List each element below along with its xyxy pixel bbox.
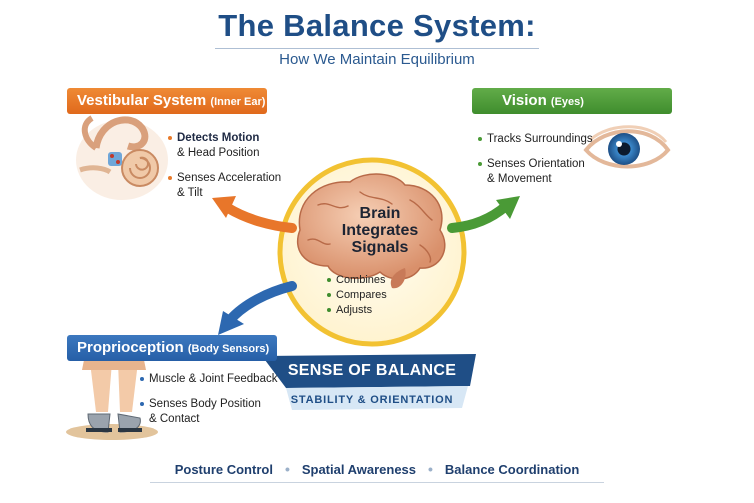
footer-item-coordination: Balance Coordination (444, 462, 580, 477)
footer-item-posture: Posture Control (174, 462, 273, 477)
proprioception-bullets: Muscle & Joint Feedback Senses Body Posi… (140, 372, 277, 437)
brain-action: Compares (327, 288, 387, 303)
inner-ear-illustration (76, 115, 168, 200)
proprioception-bullet-2: Senses Body Position & Contact (140, 397, 277, 427)
eye-illustration (583, 125, 671, 169)
page-title: The Balance System: (218, 8, 536, 43)
vestibular-bullet-2: Senses Acceleration & Tilt (168, 171, 281, 201)
footer-divider (150, 482, 604, 483)
legs-illustration (66, 360, 158, 440)
vestibular-bullet-1: Detects Motion & Head Position (168, 131, 281, 161)
bullet-line: Senses Body Position (149, 398, 261, 410)
arrow-to-proprioception (218, 281, 297, 335)
vestibular-bullets: Detects Motion & Head Position Senses Ac… (168, 131, 281, 211)
bullet-line: Tracks Surroundings (487, 133, 593, 145)
vestibular-banner: Vestibular System (Inner Ear) (67, 88, 267, 114)
brain-illustration (296, 173, 446, 289)
vestibular-sublabel: (Inner Ear) (210, 96, 266, 108)
vision-banner: Vision (Eyes) (472, 88, 672, 114)
stability-subtitle: STABILITY & ORIENTATION (290, 394, 454, 406)
bullet-line: & Head Position (177, 147, 260, 159)
bullet-line: Detects Motion (177, 132, 260, 144)
proprioception-sublabel: (Body Sensors) (187, 343, 270, 355)
title-divider (215, 48, 539, 49)
vestibular-label: Vestibular System (77, 92, 207, 109)
brain-action: Adjusts (327, 303, 387, 318)
footer-separator: • (428, 461, 433, 477)
vision-bullet-2: Senses Orientation & Movement (478, 157, 593, 187)
footer-item-spatial: Spatial Awareness (301, 462, 417, 477)
arrow-to-vestibular (212, 196, 297, 233)
vision-bullets: Tracks Surroundings Senses Orientation &… (478, 132, 593, 197)
proprioception-bullet-1: Muscle & Joint Feedback (140, 372, 277, 387)
footer-bar: Posture Control • Spatial Awareness • Balanc… (0, 461, 754, 477)
proprioception-label: Proprioception (77, 339, 184, 356)
vision-bullet-1: Tracks Surroundings (478, 132, 593, 147)
bullet-line: & Movement (487, 173, 552, 185)
bullet-line: Muscle & Joint Feedback (149, 373, 278, 385)
brain-title-line: Signals (351, 239, 409, 256)
brain-title-line: Integrates (341, 222, 419, 239)
proprioception-banner: Proprioception (Body Sensors) (67, 335, 277, 361)
sense-of-balance-title: SENSE OF BALANCE (287, 362, 457, 379)
bullet-line: Senses Orientation (487, 158, 585, 170)
bullet-line: & Contact (149, 413, 200, 425)
footer-separator: • (284, 461, 290, 477)
vision-label: Vision (502, 92, 547, 109)
brain-title: Brain Integrates Signals (320, 205, 440, 256)
brain-title-line: Brain (359, 205, 401, 222)
page-subtitle: How We Maintain Equilibrium (279, 51, 475, 68)
brain-actions: Combines Compares Adjusts (327, 273, 387, 318)
bullet-line: Senses Acceleration (177, 172, 282, 184)
brain-action: Combines (327, 273, 387, 288)
balance-ribbon (262, 354, 476, 410)
bullet-line: & Tilt (177, 187, 203, 199)
arrow-to-vision (447, 196, 520, 233)
vision-sublabel: (Eyes) (550, 96, 584, 108)
